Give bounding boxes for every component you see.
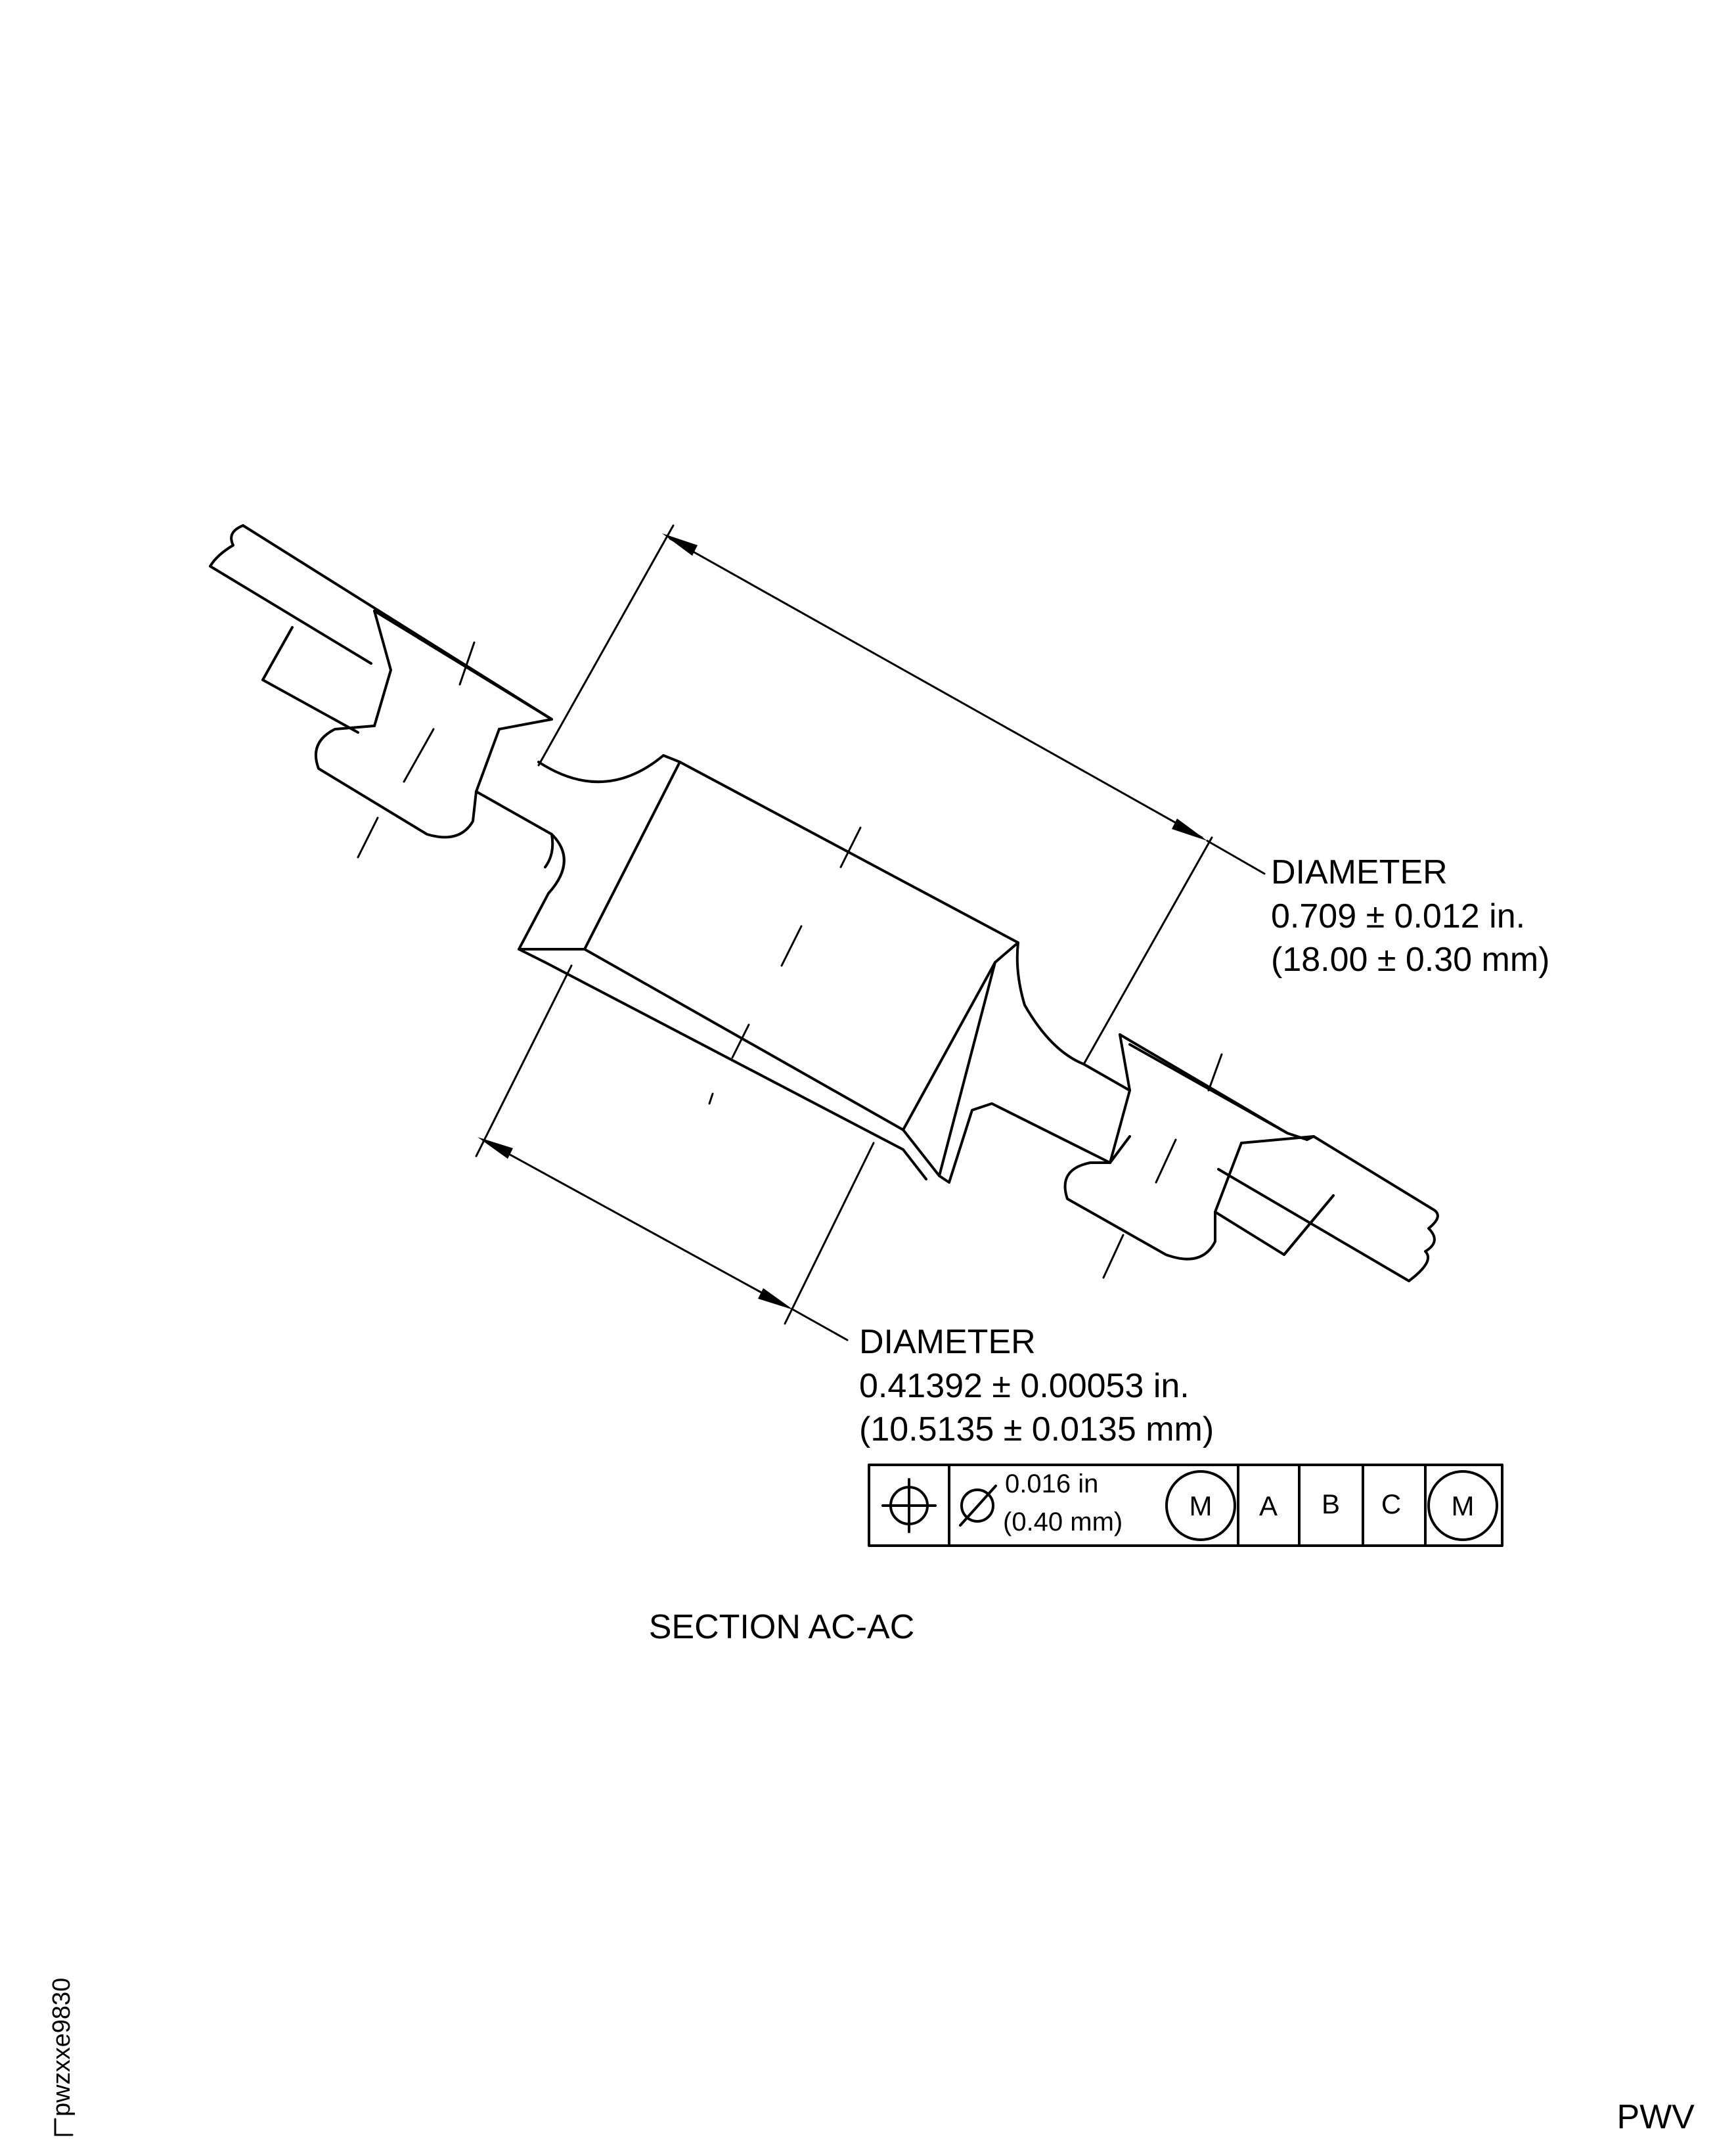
tolerance-inch: 0.016 in [1005, 1469, 1098, 1498]
mmc-modifier-circle [1165, 1470, 1236, 1541]
outer-diameter-mm: (18.00 ± 0.30 mm) [1271, 941, 1549, 979]
right-flange [1063, 1033, 1439, 1282]
arrowhead [662, 533, 698, 556]
datum-b: B [1322, 1489, 1340, 1519]
diameter-icon [959, 1485, 997, 1527]
feature-control-frame: 0.016 in (0.40 mm) M A B C M [868, 1464, 1503, 1547]
section-caption: SECTION AC-AC [649, 1608, 915, 1646]
mmc-modifier: M [1190, 1490, 1213, 1521]
datum-c-mmc-circle [1427, 1470, 1498, 1541]
arrowhead [758, 1288, 793, 1310]
figure-code: pwzxxe9830 [48, 1978, 76, 2136]
inner-diameter-dimension [475, 964, 875, 1341]
position-icon [881, 1478, 937, 1533]
datum-c: C [1381, 1489, 1401, 1519]
left-flange [209, 524, 553, 859]
corner-label: PWV [1617, 2098, 1695, 2136]
tolerance-mm: (0.40 mm) [1003, 1508, 1123, 1536]
outer-diameter-inch: 0.709 ± 0.012 in. [1271, 897, 1525, 935]
arrowhead [478, 1137, 513, 1159]
inner-diameter-mm: (10.5135 ± 0.0135 mm) [859, 1410, 1214, 1448]
figure-code-text: pwzxxe9830 [48, 1978, 76, 2116]
outer-diameter-label: DIAMETER [1271, 853, 1448, 891]
inner-diameter-label: DIAMETER [859, 1323, 1036, 1361]
center-hub [475, 754, 1111, 1184]
outer-diameter-dimension [537, 524, 1266, 1065]
datum-a: A [1259, 1490, 1278, 1521]
inner-diameter-inch: 0.41392 ± 0.00053 in. [859, 1367, 1190, 1405]
figure-code-bracket [54, 2118, 74, 2136]
datum-c-modifier: M [1452, 1490, 1475, 1521]
arrowhead [1172, 818, 1207, 841]
